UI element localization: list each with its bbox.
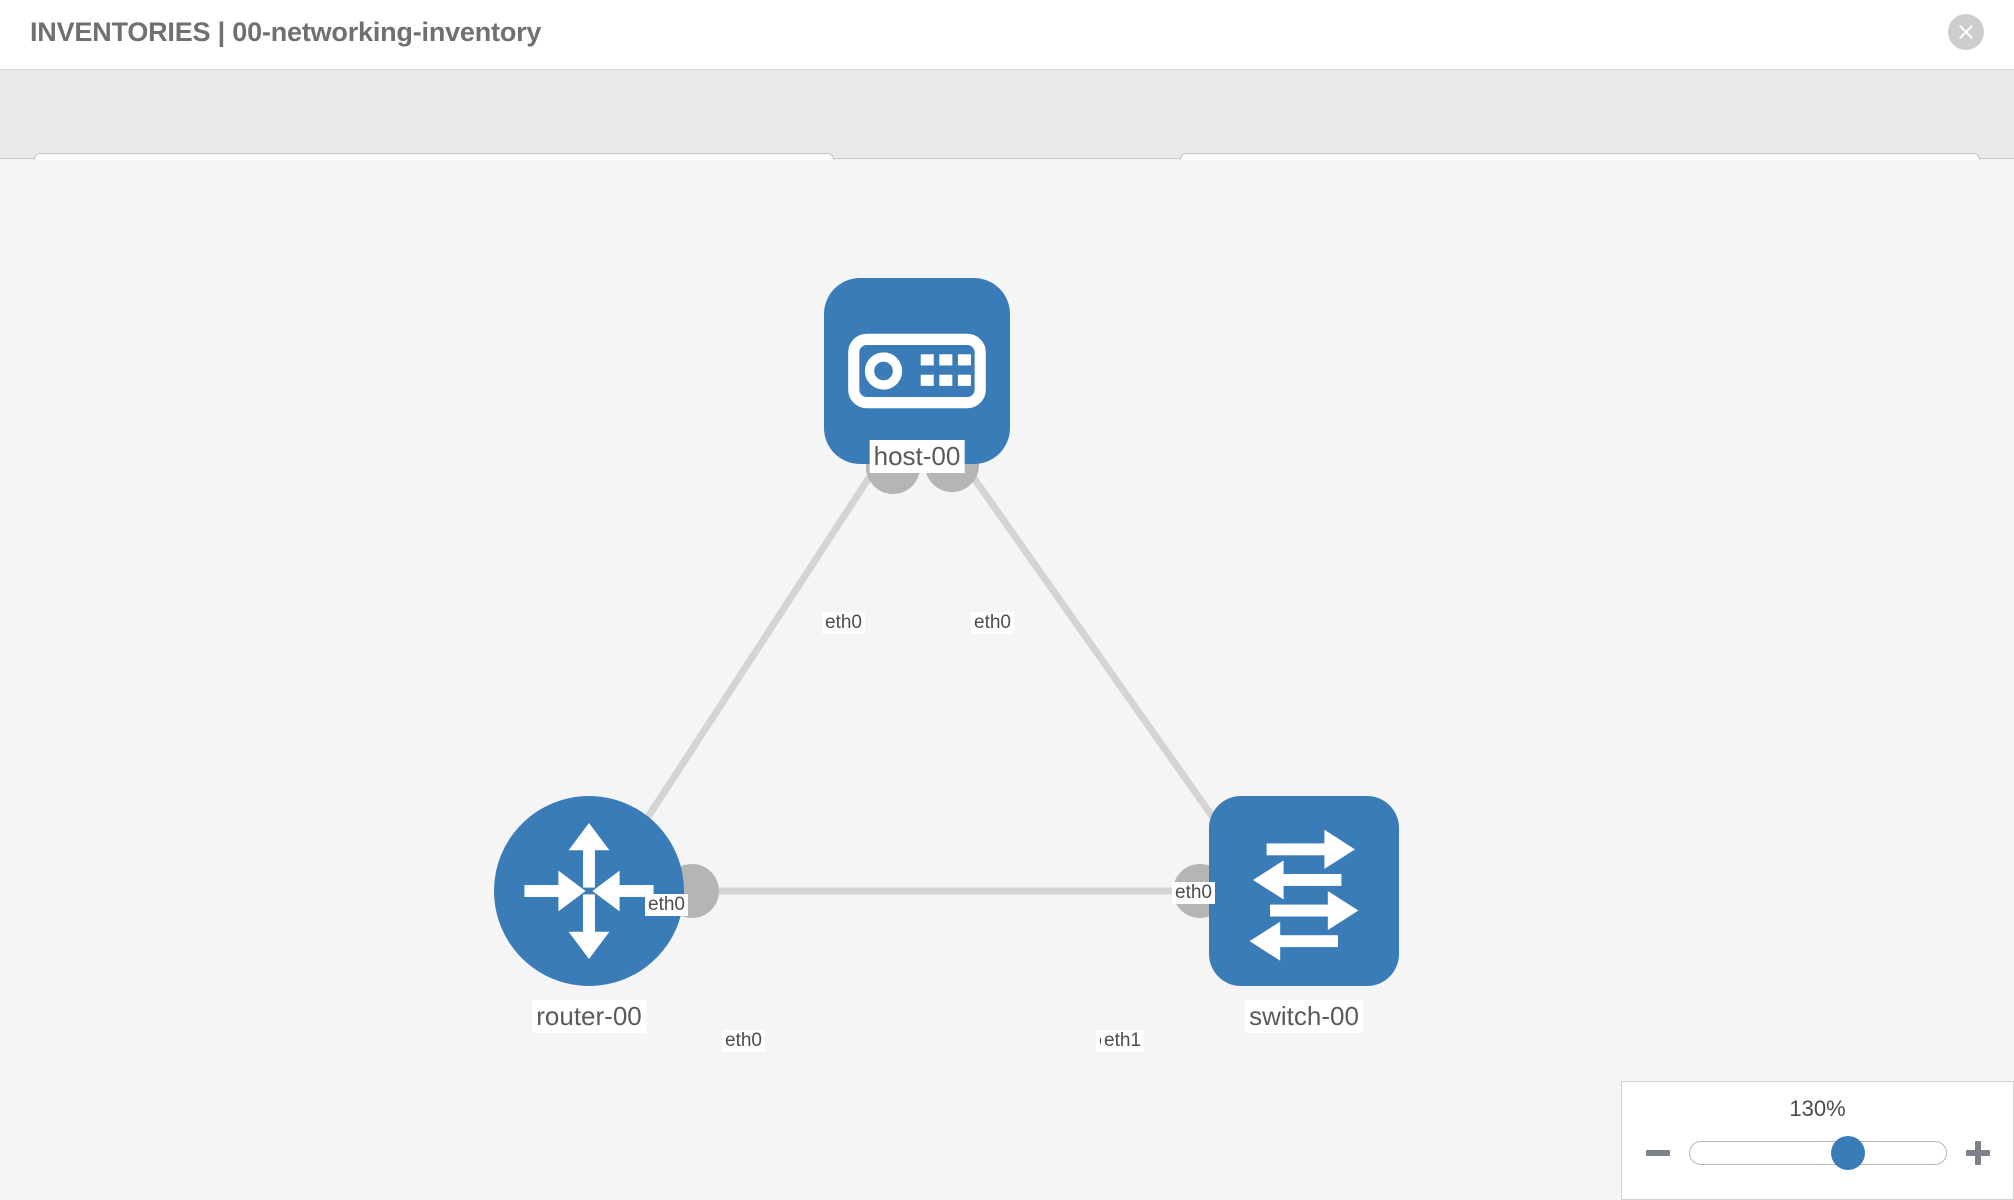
plus-icon[interactable]: [1963, 1138, 1993, 1168]
node-router-00[interactable]: [494, 796, 684, 986]
topology-canvas[interactable]: host-00 router-00 switch-00 eth0 eth0 et…: [0, 160, 2014, 1200]
topology-links: [617, 427, 1253, 895]
iface-label-switch-00-eth0-north: eth0: [1172, 882, 1215, 904]
node-host-00[interactable]: [824, 278, 1010, 464]
iface-label-switch-00-eth1-west: eth1: [1101, 1030, 1144, 1052]
close-icon[interactable]: [1948, 14, 1984, 50]
node-label-host-00: host-00: [869, 440, 965, 473]
zoom-slider-thumb[interactable]: [1831, 1136, 1866, 1170]
zoom-control-panel: 130%: [1621, 1081, 2014, 1200]
iface-label-router-00-eth0-north: eth0: [645, 894, 688, 916]
node-label-router-00: router-00: [532, 1000, 646, 1033]
zoom-slider[interactable]: [1688, 1136, 1947, 1170]
page-header: INVENTORIES | 00-networking-inventory: [0, 0, 2014, 70]
link-router-host: [617, 428, 903, 862]
iface-label-host-00-eth0-west: eth0: [822, 612, 865, 634]
toolbar: ACTIONS SEARCH: [0, 70, 2014, 205]
iface-label-host-00-eth0-east: eth0: [971, 612, 1014, 634]
zoom-level-label: 130%: [1789, 1096, 1846, 1121]
minus-icon[interactable]: [1643, 1138, 1673, 1168]
page-title: INVENTORIES | 00-networking-inventory: [30, 17, 542, 47]
link-host-switch: [937, 427, 1253, 873]
topology-graph: [494, 278, 1399, 986]
iface-label-router-00-eth0-east: eth0: [722, 1030, 765, 1052]
node-label-switch-00: switch-00: [1245, 1000, 1363, 1033]
topology-nodes: [494, 278, 1399, 986]
node-switch-00[interactable]: [1209, 796, 1399, 986]
